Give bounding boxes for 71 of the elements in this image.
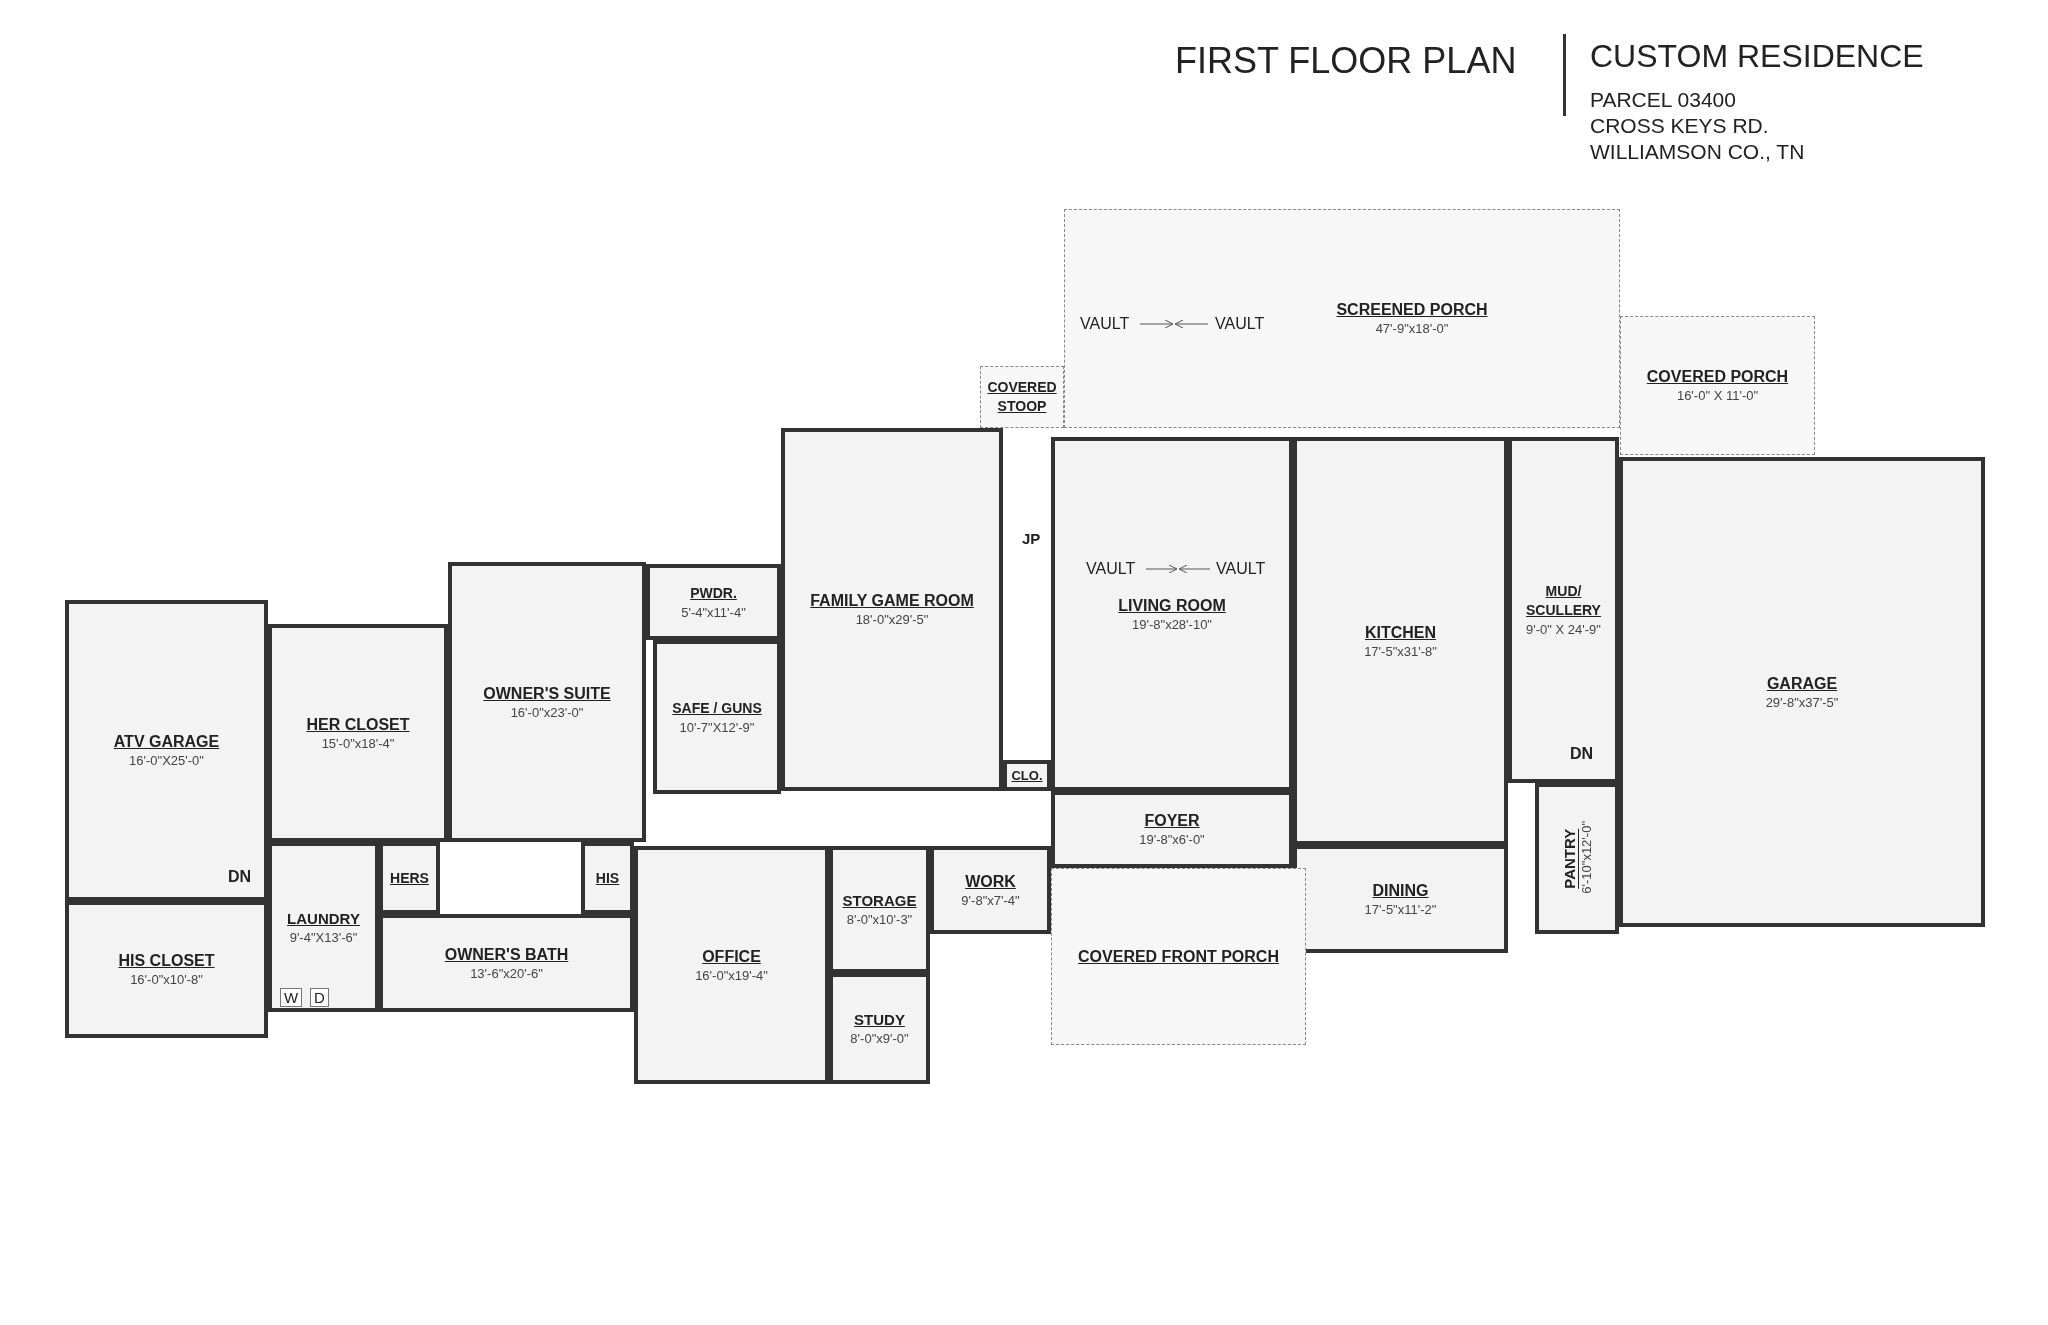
room-name: FOYER: [1144, 811, 1200, 830]
porch-outline: [980, 366, 1064, 428]
room-dimensions: 16'-0"x23'-0": [510, 704, 584, 721]
room-dimensions: 9'-0" X 24'-9": [1526, 622, 1601, 638]
porch-outline: [1051, 868, 1306, 1045]
room-outline: [448, 562, 646, 842]
room-dimensions: 15'-0"x18'-4": [321, 735, 395, 752]
room-name: STUDY: [854, 1010, 905, 1029]
room-dimensions: 5'-4"x11'-4": [681, 604, 746, 621]
room-name: LAUNDRY: [287, 908, 360, 928]
stair-note: JP: [1022, 530, 1041, 547]
appliance-label: D: [310, 988, 329, 1007]
room-name: HIS CLOSET: [118, 951, 215, 970]
room-dimensions: 6'-10"x12'-0": [1578, 821, 1595, 894]
room-name: HIS: [595, 868, 620, 888]
room-name: GARAGE: [1766, 673, 1838, 693]
room-dimensions: 19'-8"x28'-10": [1132, 616, 1212, 633]
room-outline: [1619, 457, 1985, 927]
room-name: LIVING ROOM: [1118, 595, 1226, 615]
room-dimensions: 16'-0" X 11'-0": [1676, 388, 1759, 404]
room-name: PWDR.: [690, 583, 737, 603]
room-dimensions: 16'-0"X25'-0": [129, 753, 204, 769]
room-name: HER CLOSET: [306, 714, 410, 734]
subtitle: CUSTOM RESIDENCE: [1590, 38, 1924, 75]
room-name: COVERED PORCH: [1646, 367, 1789, 386]
room-outline: [781, 428, 1003, 791]
ceiling-note: VAULT: [1215, 315, 1265, 333]
room-dimensions: 13'-6"x20'-6": [470, 965, 543, 982]
room-name: COVERED STOOP: [986, 378, 1058, 416]
room-name: SAFE / GUNS: [672, 698, 762, 718]
room-dimensions: 47'-9"x18'-0": [1375, 321, 1449, 337]
room-dimensions: 16'-0"x19'-4": [695, 967, 768, 984]
room-name: FAMILY GAME ROOM: [810, 591, 974, 610]
plan-title: FIRST FLOOR PLAN: [1175, 40, 1517, 82]
stair-direction-label: DN: [228, 868, 252, 886]
room-dimensions: 17'-5"x31'-8": [1364, 643, 1437, 660]
room-name: HERS: [390, 868, 429, 888]
ceiling-note: VAULT: [1086, 560, 1136, 578]
room-dimensions: 17'-5"x11'-2": [1364, 901, 1437, 918]
room-name: PANTRY: [1559, 828, 1579, 889]
room-name: OFFICE: [702, 946, 761, 966]
address-line: PARCEL 03400: [1590, 88, 1736, 112]
room-name: STORAGE: [842, 891, 917, 910]
room-name: CLO.: [1011, 767, 1043, 785]
room-name: WORK: [965, 871, 1016, 891]
room-dimensions: 9'-4"X13'-6": [289, 929, 358, 946]
room-name: SCREENED PORCH: [1336, 300, 1488, 319]
address-line: CROSS KEYS RD.: [1590, 114, 1769, 138]
room-dimensions: 8'-0"x9'-0": [850, 1031, 909, 1047]
room-name: MUD/ SCULLERY: [1525, 582, 1602, 620]
address-line: WILLIAMSON CO., TN: [1590, 140, 1805, 164]
room-dimensions: 9'-8"x7'-4": [961, 892, 1020, 909]
room-dimensions: 8'-0"x10'-3": [846, 912, 913, 928]
ceiling-note: VAULT: [1216, 560, 1266, 578]
room-dimensions: 18'-0"x29'-5": [855, 612, 929, 628]
room-outline: [930, 846, 1051, 934]
room-name: OWNER'S SUITE: [483, 683, 611, 703]
stair-direction-label: DN: [1570, 745, 1594, 763]
room-name: DINING: [1372, 880, 1429, 900]
room-dimensions: 19'-8"x6'-0": [1139, 832, 1205, 848]
porch-outline: [1620, 316, 1815, 455]
room-dimensions: 16'-0"x10'-8": [130, 972, 203, 988]
room-name: OWNER'S BATH: [444, 944, 569, 964]
room-name: COVERED FRONT PORCH: [1078, 947, 1279, 966]
room-name: ATV GARAGE: [113, 732, 220, 751]
room-name: KITCHEN: [1364, 622, 1437, 642]
ceiling-note: VAULT: [1080, 315, 1130, 333]
room-dimensions: 29'-8"x37'-5": [1765, 694, 1839, 711]
porch-outline: [1064, 209, 1620, 428]
appliance-label: W: [280, 988, 303, 1007]
room-dimensions: 10'-7"X12'-9": [679, 719, 755, 736]
